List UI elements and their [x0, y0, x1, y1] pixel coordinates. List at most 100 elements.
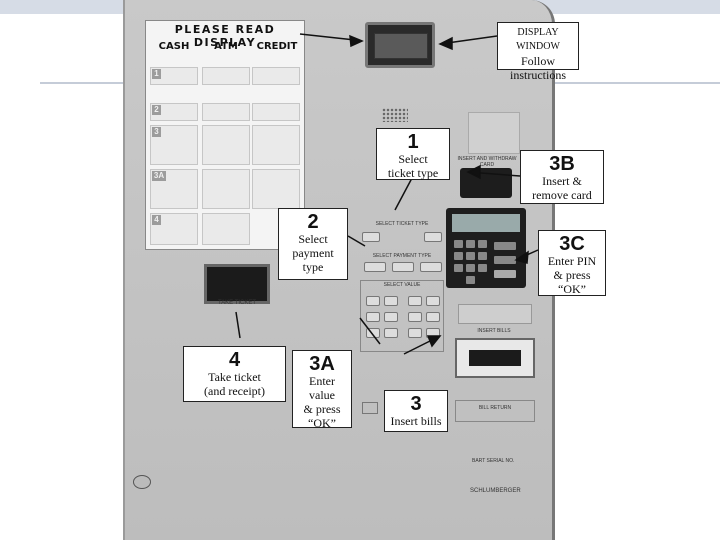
- pin-key[interactable]: [454, 264, 463, 272]
- callout-step-3b: 3B Insert & remove card: [520, 150, 604, 204]
- callout-line: DISPLAY WINDOW: [516, 27, 560, 52]
- pin-key-function[interactable]: [494, 242, 516, 250]
- column-atm: ATM: [214, 41, 238, 52]
- pin-key[interactable]: [466, 264, 475, 272]
- callout-step-1: 1 Select ticket type: [376, 128, 450, 180]
- select-value-label: SELECT VALUE: [383, 282, 421, 288]
- cash-step-4: [150, 213, 198, 245]
- arrow-head: [466, 164, 481, 180]
- cash-step-3: [150, 125, 198, 165]
- value-button[interactable]: [384, 328, 398, 338]
- value-button[interactable]: [426, 312, 440, 322]
- value-button[interactable]: [408, 296, 422, 306]
- callout-line: “OK”: [558, 282, 586, 296]
- callout-line: Select: [398, 152, 428, 166]
- value-button[interactable]: [408, 328, 422, 338]
- arrow-line: [403, 339, 433, 355]
- speaker-grille: [382, 108, 408, 122]
- cash-step-1: [150, 67, 198, 85]
- callout-line: & press: [303, 402, 341, 416]
- bill-illustration: [458, 304, 532, 324]
- value-button[interactable]: [366, 296, 380, 306]
- callout-line: Select: [298, 232, 328, 246]
- column-cash: CASH: [158, 41, 190, 52]
- arrow-line: [235, 311, 241, 339]
- callout-line: & press: [553, 268, 591, 282]
- callout-step-4: 4 Take ticket (and receipt): [183, 346, 286, 402]
- cash-step-2: [150, 103, 198, 121]
- payment-atm-button[interactable]: [392, 262, 414, 272]
- arrow-line: [299, 33, 356, 41]
- card-illustration: [468, 112, 520, 154]
- column-credit: CREDIT: [256, 41, 298, 52]
- callout-number: 3C: [559, 233, 585, 255]
- display-screen: [374, 33, 428, 59]
- brand-label: SCHLUMBERGER: [470, 488, 521, 494]
- callout-line: remove card: [532, 188, 592, 202]
- credit-step-2: [252, 103, 300, 121]
- select-ticket-type-label: SELECT TICKET TYPE: [375, 221, 429, 227]
- value-button[interactable]: [384, 296, 398, 306]
- arrow-head: [438, 36, 453, 51]
- callout-line: Follow: [520, 54, 555, 68]
- ticket-slot[interactable]: [204, 264, 270, 304]
- atm-step-4: [202, 213, 250, 245]
- value-button[interactable]: [426, 296, 440, 306]
- callout-step-3c: 3C Enter PIN & press “OK”: [538, 230, 606, 296]
- callout-line: (and receipt): [204, 384, 265, 398]
- select-value-panel: [360, 280, 444, 352]
- arrow-line: [359, 317, 381, 345]
- pin-key[interactable]: [466, 252, 475, 260]
- pin-key[interactable]: [466, 276, 475, 284]
- callout-line: Enter: [309, 374, 335, 388]
- select-payment-type-label: SELECT PAYMENT TYPE: [372, 253, 432, 259]
- instruction-title: PLEASE READ DISPLAY: [174, 23, 276, 49]
- callout-line: type: [302, 260, 324, 274]
- take-ticket-label: TAKE TICKET: [217, 300, 257, 306]
- payment-credit-button[interactable]: [420, 262, 442, 272]
- pin-key[interactable]: [478, 252, 487, 260]
- insert-card-label: INSERT AND WITHDRAW CARD: [457, 156, 517, 168]
- callout-step-3: 3 Insert bills: [384, 390, 448, 432]
- callout-step-2: 2 Select payment type: [278, 208, 348, 280]
- pin-key[interactable]: [454, 252, 463, 260]
- callout-number: 4: [228, 349, 241, 371]
- serial-label: BART SERIAL NO.: [472, 458, 515, 464]
- arrow-head: [349, 34, 364, 48]
- pin-key[interactable]: [466, 240, 475, 248]
- pin-key[interactable]: [478, 264, 487, 272]
- coin-return-button[interactable]: [133, 475, 151, 489]
- payment-cash-button[interactable]: [364, 262, 386, 272]
- cancel-button[interactable]: [362, 402, 378, 414]
- arrow-head: [514, 250, 529, 264]
- arrow-line: [394, 177, 413, 211]
- bill-acceptor: [455, 338, 535, 378]
- callout-line: instructions: [510, 68, 566, 82]
- pin-ok-key[interactable]: [494, 270, 516, 278]
- callout-line: value: [309, 388, 335, 402]
- callout-line: Insert &: [542, 174, 582, 188]
- atm-step-1: [202, 67, 250, 85]
- arrow-line: [347, 235, 366, 247]
- pin-key-function[interactable]: [494, 256, 516, 264]
- pin-key[interactable]: [478, 240, 487, 248]
- bill-return-label[interactable]: BILL RETURN: [478, 405, 512, 411]
- atm-step-3a: [202, 169, 250, 209]
- display-window: [365, 22, 435, 68]
- ticket-type-button-right[interactable]: [424, 232, 442, 242]
- credit-step-3a: [252, 169, 300, 209]
- bill-slot[interactable]: [469, 350, 521, 366]
- ticket-type-button-left[interactable]: [362, 232, 380, 242]
- callout-number: 3A: [309, 353, 335, 375]
- value-button[interactable]: [384, 312, 398, 322]
- callout-number: 3B: [549, 153, 575, 175]
- arrow-head: [426, 335, 442, 348]
- value-button[interactable]: [366, 328, 380, 338]
- callout-line: payment: [292, 246, 334, 260]
- callout-number: 3: [410, 393, 422, 415]
- pin-key[interactable]: [454, 240, 463, 248]
- value-button[interactable]: [366, 312, 380, 322]
- callout-number: 2: [307, 211, 319, 233]
- value-button[interactable]: [408, 312, 422, 322]
